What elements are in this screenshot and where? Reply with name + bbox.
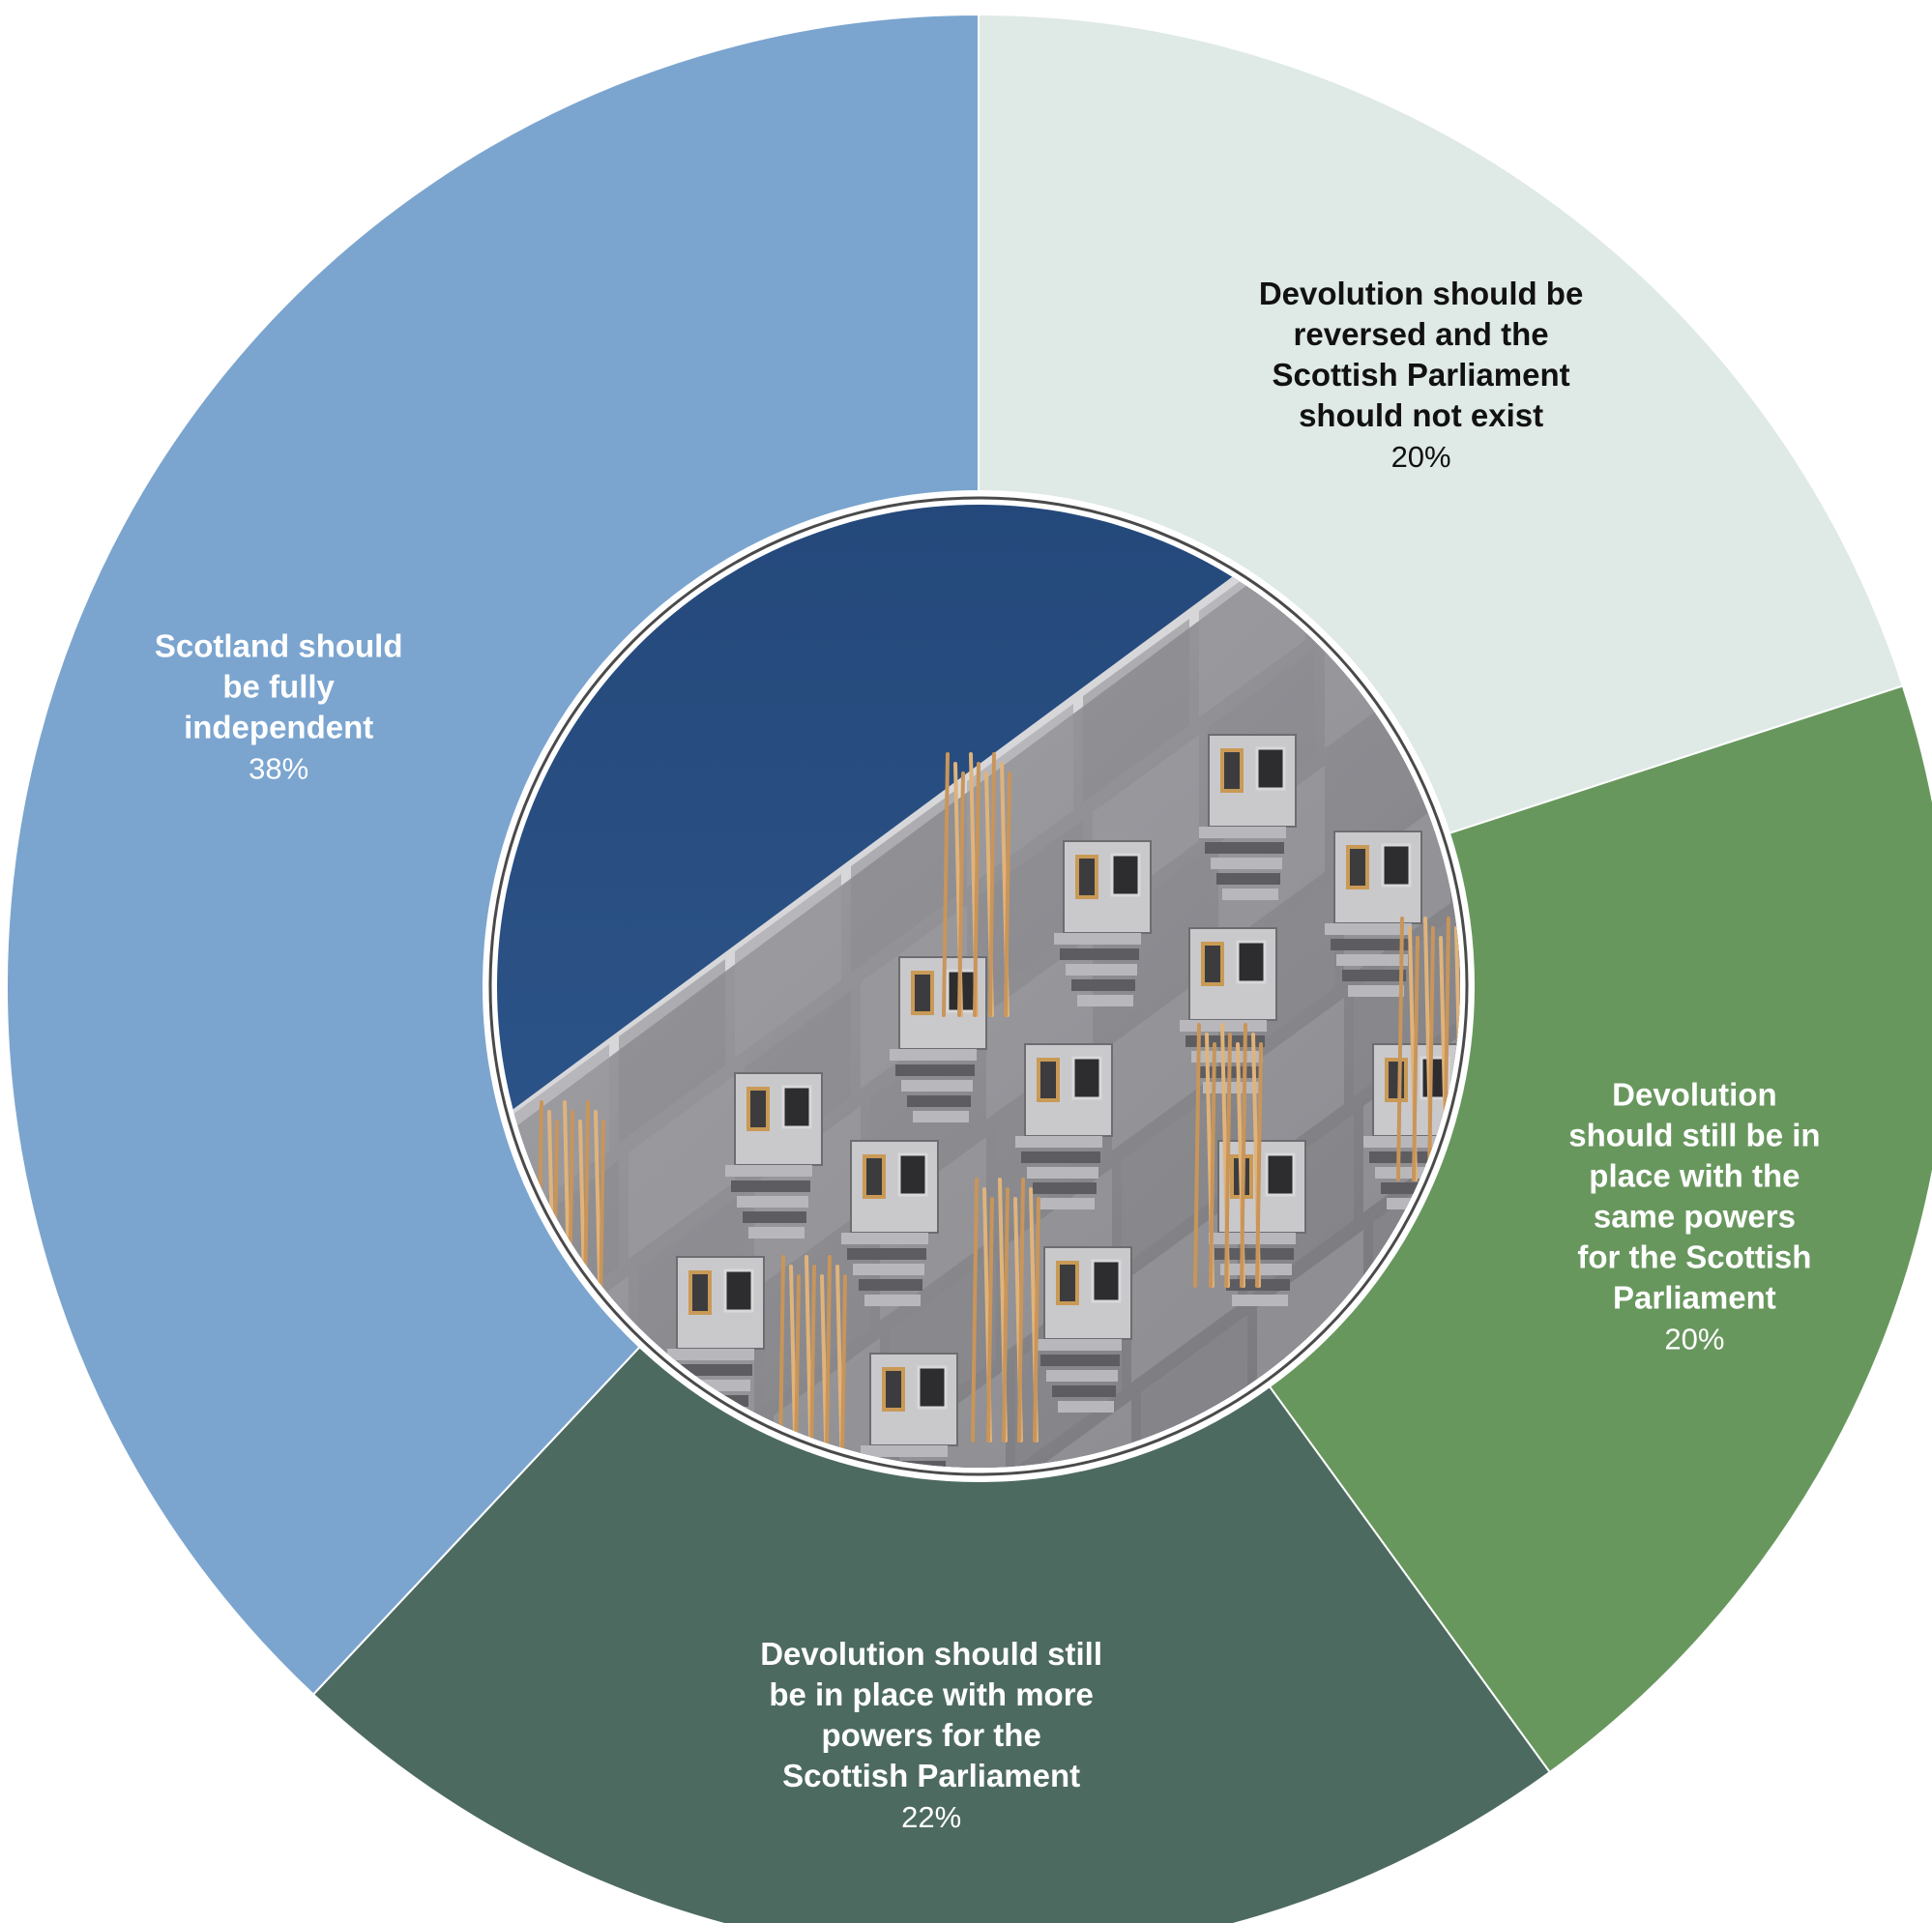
center-photo xyxy=(483,491,1474,1481)
slice-value-label: 22% xyxy=(901,1800,961,1834)
slice-value-label: 20% xyxy=(1664,1323,1724,1356)
slice-value-label: 20% xyxy=(1391,440,1451,474)
slice-label-line: Scottish Parliament xyxy=(1273,357,1570,393)
slice-label-3: Devolution should still be in place with … xyxy=(760,1636,1102,1834)
slice-label-line: Scotland should xyxy=(155,627,403,663)
slice-label-line: for the Scottish xyxy=(1577,1239,1811,1275)
slice-label-line: Devolution should be xyxy=(1259,276,1584,311)
slice-value-label: 38% xyxy=(249,751,308,785)
slice-label-line: should still be in xyxy=(1568,1118,1820,1153)
slice-label-line: should not exist xyxy=(1299,397,1543,433)
slice-label-line: reversed and the xyxy=(1294,316,1549,352)
slice-label-line: independent xyxy=(184,709,373,744)
slice-label-line: Devolution xyxy=(1612,1077,1777,1113)
slice-label-line: Devolution should still xyxy=(760,1636,1102,1672)
slice-label-line: be in place with more xyxy=(769,1676,1094,1712)
slice-label-line: be fully xyxy=(222,668,335,704)
slice-label-4: Scotland should be fully independent 38% xyxy=(155,627,403,785)
slice-label-line: powers for the xyxy=(821,1717,1040,1753)
slice-label-line: place with the xyxy=(1589,1158,1800,1194)
slice-label-line: same powers xyxy=(1594,1199,1796,1235)
slice-label-2: Devolution should still be in place with t… xyxy=(1568,1077,1820,1356)
slice-label-line: Scottish Parliament xyxy=(782,1758,1080,1793)
slice-label-line: Parliament xyxy=(1613,1280,1776,1316)
